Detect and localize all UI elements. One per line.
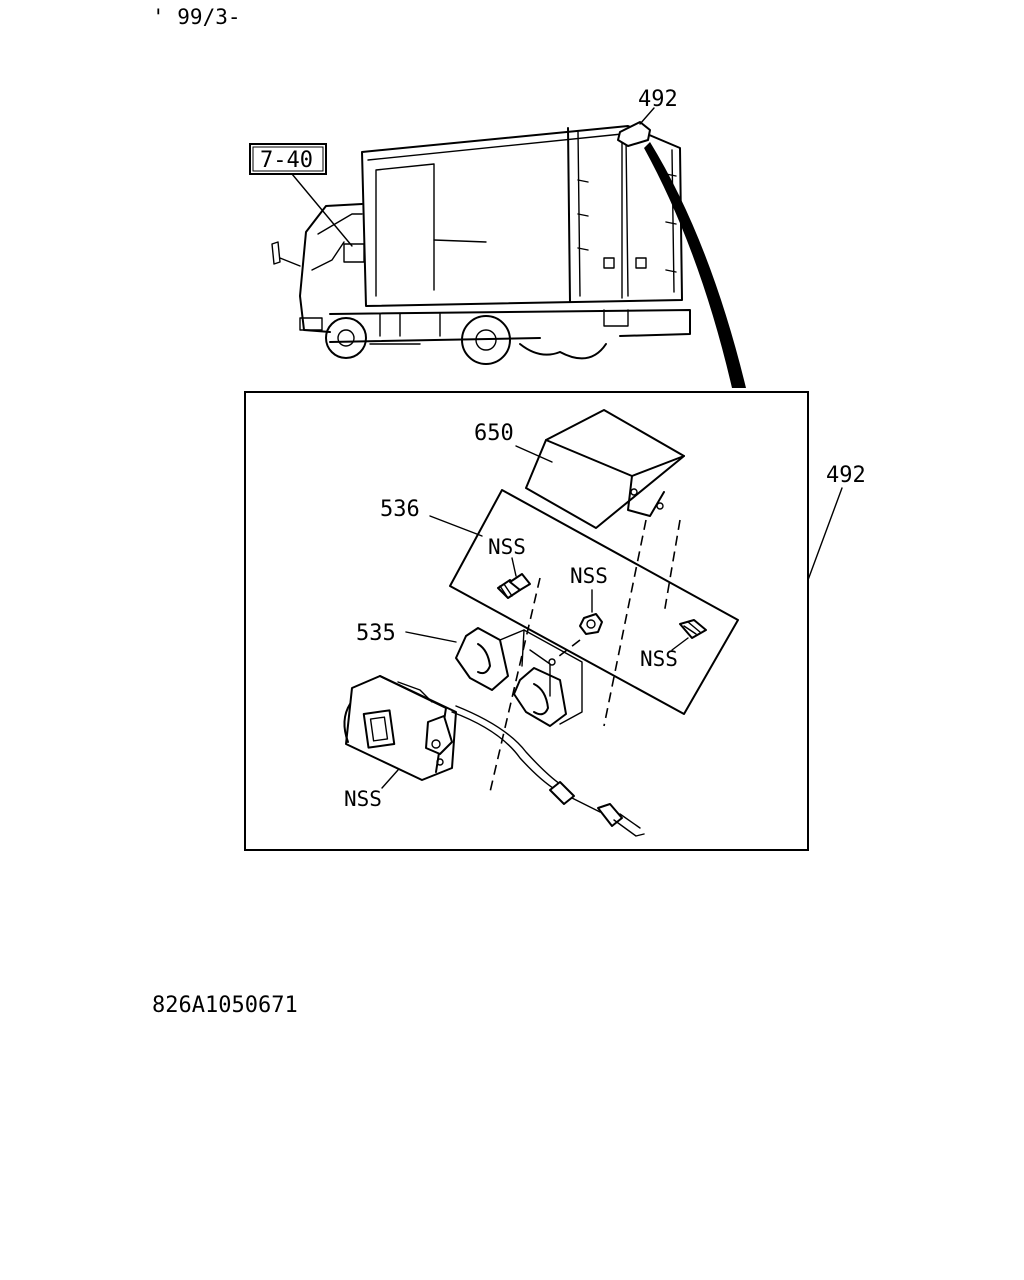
bolt-right (679, 619, 707, 639)
bolt-upper-left (497, 573, 531, 599)
callout-nss-camera: NSS (344, 787, 382, 811)
assembly-lines (489, 519, 681, 793)
callout-650: 650 (474, 421, 514, 446)
callout-nss-upper-left: NSS (488, 535, 526, 559)
callout-535: 535 (356, 621, 396, 646)
callout-492-side: 492 (826, 463, 866, 488)
callout-492-top: 492 (638, 87, 678, 112)
part-650-cover (525, 409, 685, 529)
section-reference: 7-40 (249, 143, 353, 247)
part-535-bracket (455, 627, 583, 727)
nut-mid (579, 613, 603, 635)
camera-unit (343, 675, 457, 781)
truck-illustration (271, 121, 746, 388)
camera-cable (451, 705, 645, 837)
callout-536: 536 (380, 497, 420, 522)
date-code: ' 99/3- (152, 5, 241, 29)
detail-frame (244, 391, 809, 851)
section-ref-box (249, 143, 327, 175)
callout-nss-right: NSS (640, 647, 678, 671)
part-536-plate (449, 489, 739, 715)
drawing-number: 826A1050671 (152, 993, 298, 1018)
section-ref-label: 7-40 (260, 148, 313, 173)
callout-nss-upper-mid: NSS (570, 564, 608, 588)
